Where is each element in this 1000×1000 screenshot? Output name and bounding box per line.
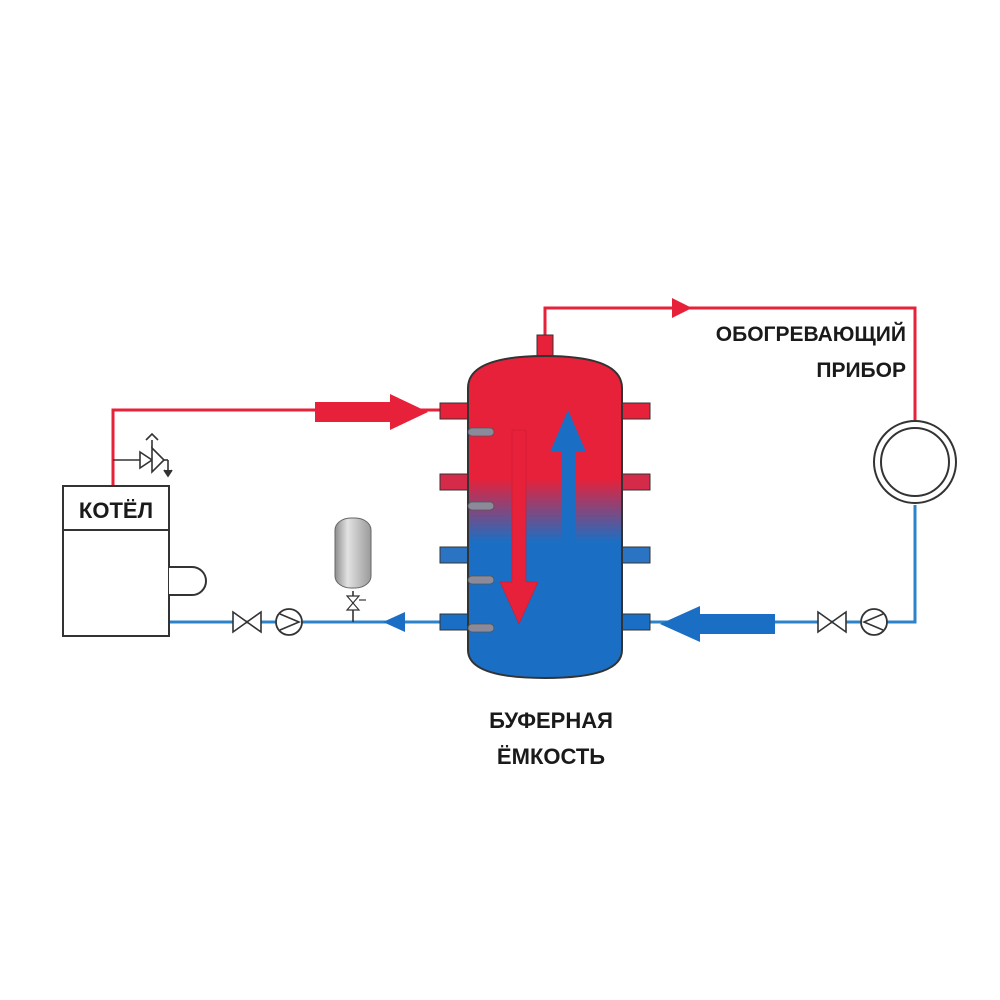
tank-sensor-4 xyxy=(467,623,495,633)
tank-sensor-3 xyxy=(467,575,495,585)
heater-return-pipe xyxy=(650,505,917,624)
tank-body xyxy=(467,354,623,680)
valve-icon xyxy=(232,610,262,634)
heater-supply-pipe xyxy=(543,306,917,420)
heater-valve-icon xyxy=(817,610,847,634)
supply-flow-arrow xyxy=(315,394,428,430)
boiler-return-arrow xyxy=(383,612,405,632)
tank-label-line1: БУФЕРНАЯ xyxy=(489,708,613,733)
heater-label-line1: ОБОГРЕВАЮЩИЙ xyxy=(716,322,906,346)
return-flow-arrow xyxy=(660,606,775,642)
tank-sensor-2 xyxy=(467,501,495,511)
heater-pump-icon xyxy=(860,608,888,636)
boiler-label: КОТЁЛ xyxy=(79,498,153,523)
heater-label-line2: ПРИБОР xyxy=(816,359,906,382)
boiler: КОТЁЛ xyxy=(62,485,207,637)
tank-down-arrow xyxy=(499,429,539,625)
heater-supply-arrow xyxy=(672,298,692,318)
buffer-tank xyxy=(439,334,651,680)
safety-valve-icon xyxy=(113,432,173,478)
tank-label-line2: ЁМКОСТЬ xyxy=(497,744,605,769)
burner-icon xyxy=(169,566,207,596)
tank-sensor-1 xyxy=(467,427,495,437)
tank-up-arrow xyxy=(550,410,586,550)
expansion-tank-icon xyxy=(334,517,372,622)
radiator-icon xyxy=(873,420,957,504)
pump-icon xyxy=(275,608,303,636)
